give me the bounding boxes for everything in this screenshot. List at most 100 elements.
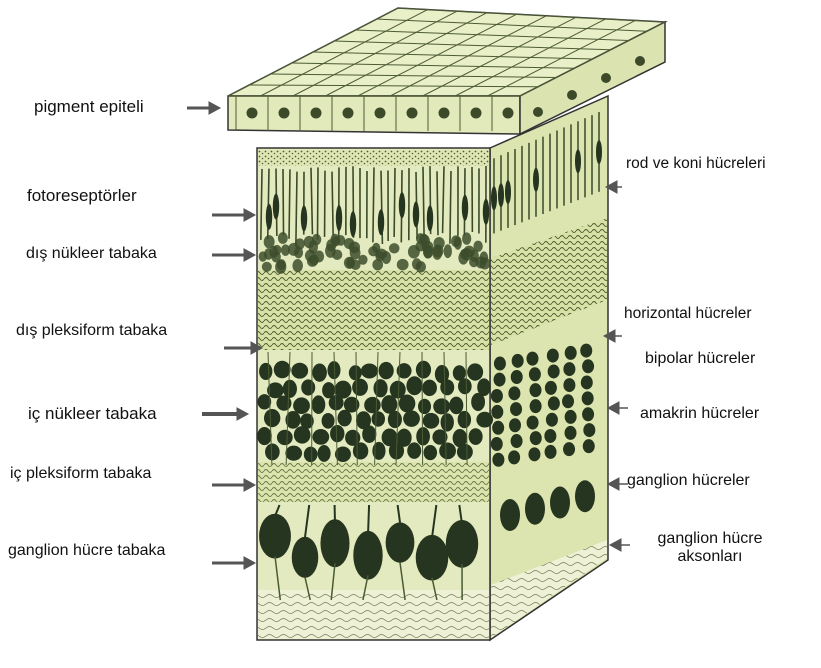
inner-nucleus [582, 359, 594, 373]
inner-nucleus [565, 346, 577, 360]
ganglion-cell [353, 531, 382, 580]
outer-nucleus [412, 258, 422, 270]
cell-process [422, 352, 423, 465]
label-amacrine-cells: amakrin hücreler [640, 405, 759, 423]
inner-nucleus [583, 439, 595, 453]
arrow-amacrine-cells-head [608, 402, 619, 414]
inner-nucleus [562, 394, 574, 408]
inner-nucleus [337, 410, 351, 427]
outer-nucleus [288, 243, 300, 256]
ganglion-cell [416, 535, 449, 581]
epithelium-nucleus [375, 108, 386, 119]
outer-nucleus [462, 232, 471, 244]
inner-nucleus [581, 375, 593, 389]
inner-nucleus [422, 380, 437, 397]
arrow-pigment-epithelium-head [209, 102, 220, 114]
ganglion-cell [292, 537, 319, 578]
inner-nucleus [264, 409, 280, 427]
inner-nucleus [373, 379, 387, 397]
inner-nucleus [423, 445, 437, 460]
cone-cell [266, 204, 272, 230]
inner-nucleus [582, 391, 594, 405]
inner-nucleus [530, 431, 542, 445]
label-outer-nuclear-layer: dış nükleer tabaka [26, 245, 157, 263]
epithelium-nucleus [247, 108, 258, 119]
outer-nucleus [479, 257, 490, 269]
inner-nucleus [423, 413, 439, 429]
inner-nucleus [467, 363, 483, 380]
inner-nucleus [441, 413, 454, 431]
outer-nucleus [397, 259, 409, 271]
rod-line [394, 168, 395, 237]
inner-nucleus [471, 393, 485, 411]
outer-nucleus [420, 235, 430, 248]
cone-cell [378, 209, 384, 235]
inner-nucleus [439, 442, 456, 459]
inner-nucleus [511, 434, 523, 448]
rod-line [373, 167, 374, 242]
cone-cell [427, 205, 433, 231]
inner-nucleus [291, 363, 308, 379]
inner-nucleus [580, 344, 592, 358]
outer-segment-band [258, 150, 489, 166]
arrow-inner-nuclear-layer-head [237, 408, 248, 420]
cone-cell [491, 186, 497, 210]
label-ganglion-cells: ganglion hücreler [627, 472, 750, 490]
ganglion-cell [525, 493, 545, 525]
rod-line [450, 171, 451, 244]
inner-nucleus [458, 378, 472, 394]
inner-nucleus [469, 428, 483, 445]
cone-cell [596, 140, 602, 164]
outer-nucleus [344, 257, 355, 269]
cone-cell [498, 183, 504, 207]
inner-nucleus [318, 445, 331, 462]
arrow-inner-plexiform-layer-head [244, 479, 255, 491]
inner-nucleus [510, 402, 522, 416]
inner-nucleus [548, 396, 560, 410]
arrow-ganglion-axons-head [610, 539, 621, 551]
epithelium-nucleus [279, 108, 290, 119]
arrow-ganglion-cell-layer-head [244, 557, 255, 569]
inner-nucleus [349, 365, 362, 380]
ganglion-cell [259, 514, 291, 559]
inner-nucleus [545, 381, 557, 395]
cone-cell [483, 199, 489, 225]
outer-nucleus [272, 245, 281, 255]
outer-nucleus [372, 259, 383, 270]
inner-nucleus [528, 447, 540, 461]
inner-nucleus [508, 386, 520, 400]
label-inner-nuclear-layer: iç nükleer tabaka [28, 405, 157, 424]
inner-nucleus [364, 397, 380, 413]
arrow-ganglion-cells-head [608, 478, 619, 490]
inner-nucleus [322, 413, 335, 429]
outer-nucleus [259, 251, 267, 261]
inner-nucleus [330, 425, 344, 442]
inner-nucleus [301, 379, 315, 395]
outer-nucleus [278, 232, 288, 244]
inner-nucleus [583, 423, 595, 437]
outer-plexiform-band [258, 270, 489, 350]
inner-nucleus [530, 399, 542, 413]
label-outer-plexiform-layer: dış pleksiform tabaka [16, 322, 167, 340]
inner-nucleus [276, 395, 291, 410]
inner-nucleus [547, 349, 559, 363]
inner-nucleus [449, 397, 463, 415]
epithelium-nucleus [471, 108, 482, 119]
label-ganglion-axons-line2: aksonları [645, 548, 775, 566]
cone-cell [350, 211, 356, 237]
outer-nucleus [308, 240, 318, 254]
inner-nucleus [565, 426, 577, 440]
label-ganglion-axons: ganglion hücre aksonları [645, 530, 775, 565]
inner-nucleus [476, 412, 493, 428]
epithelium-nucleus [503, 108, 514, 119]
epithelium-nucleus [635, 56, 645, 66]
cone-cell [575, 149, 581, 173]
cone-cell [273, 194, 279, 220]
inner-nucleus [312, 429, 329, 445]
inner-nucleus [544, 429, 556, 443]
inner-nucleus [433, 398, 450, 414]
inner-nucleus [563, 378, 575, 392]
inner-nucleus [285, 446, 302, 461]
inner-nucleus [403, 410, 420, 426]
